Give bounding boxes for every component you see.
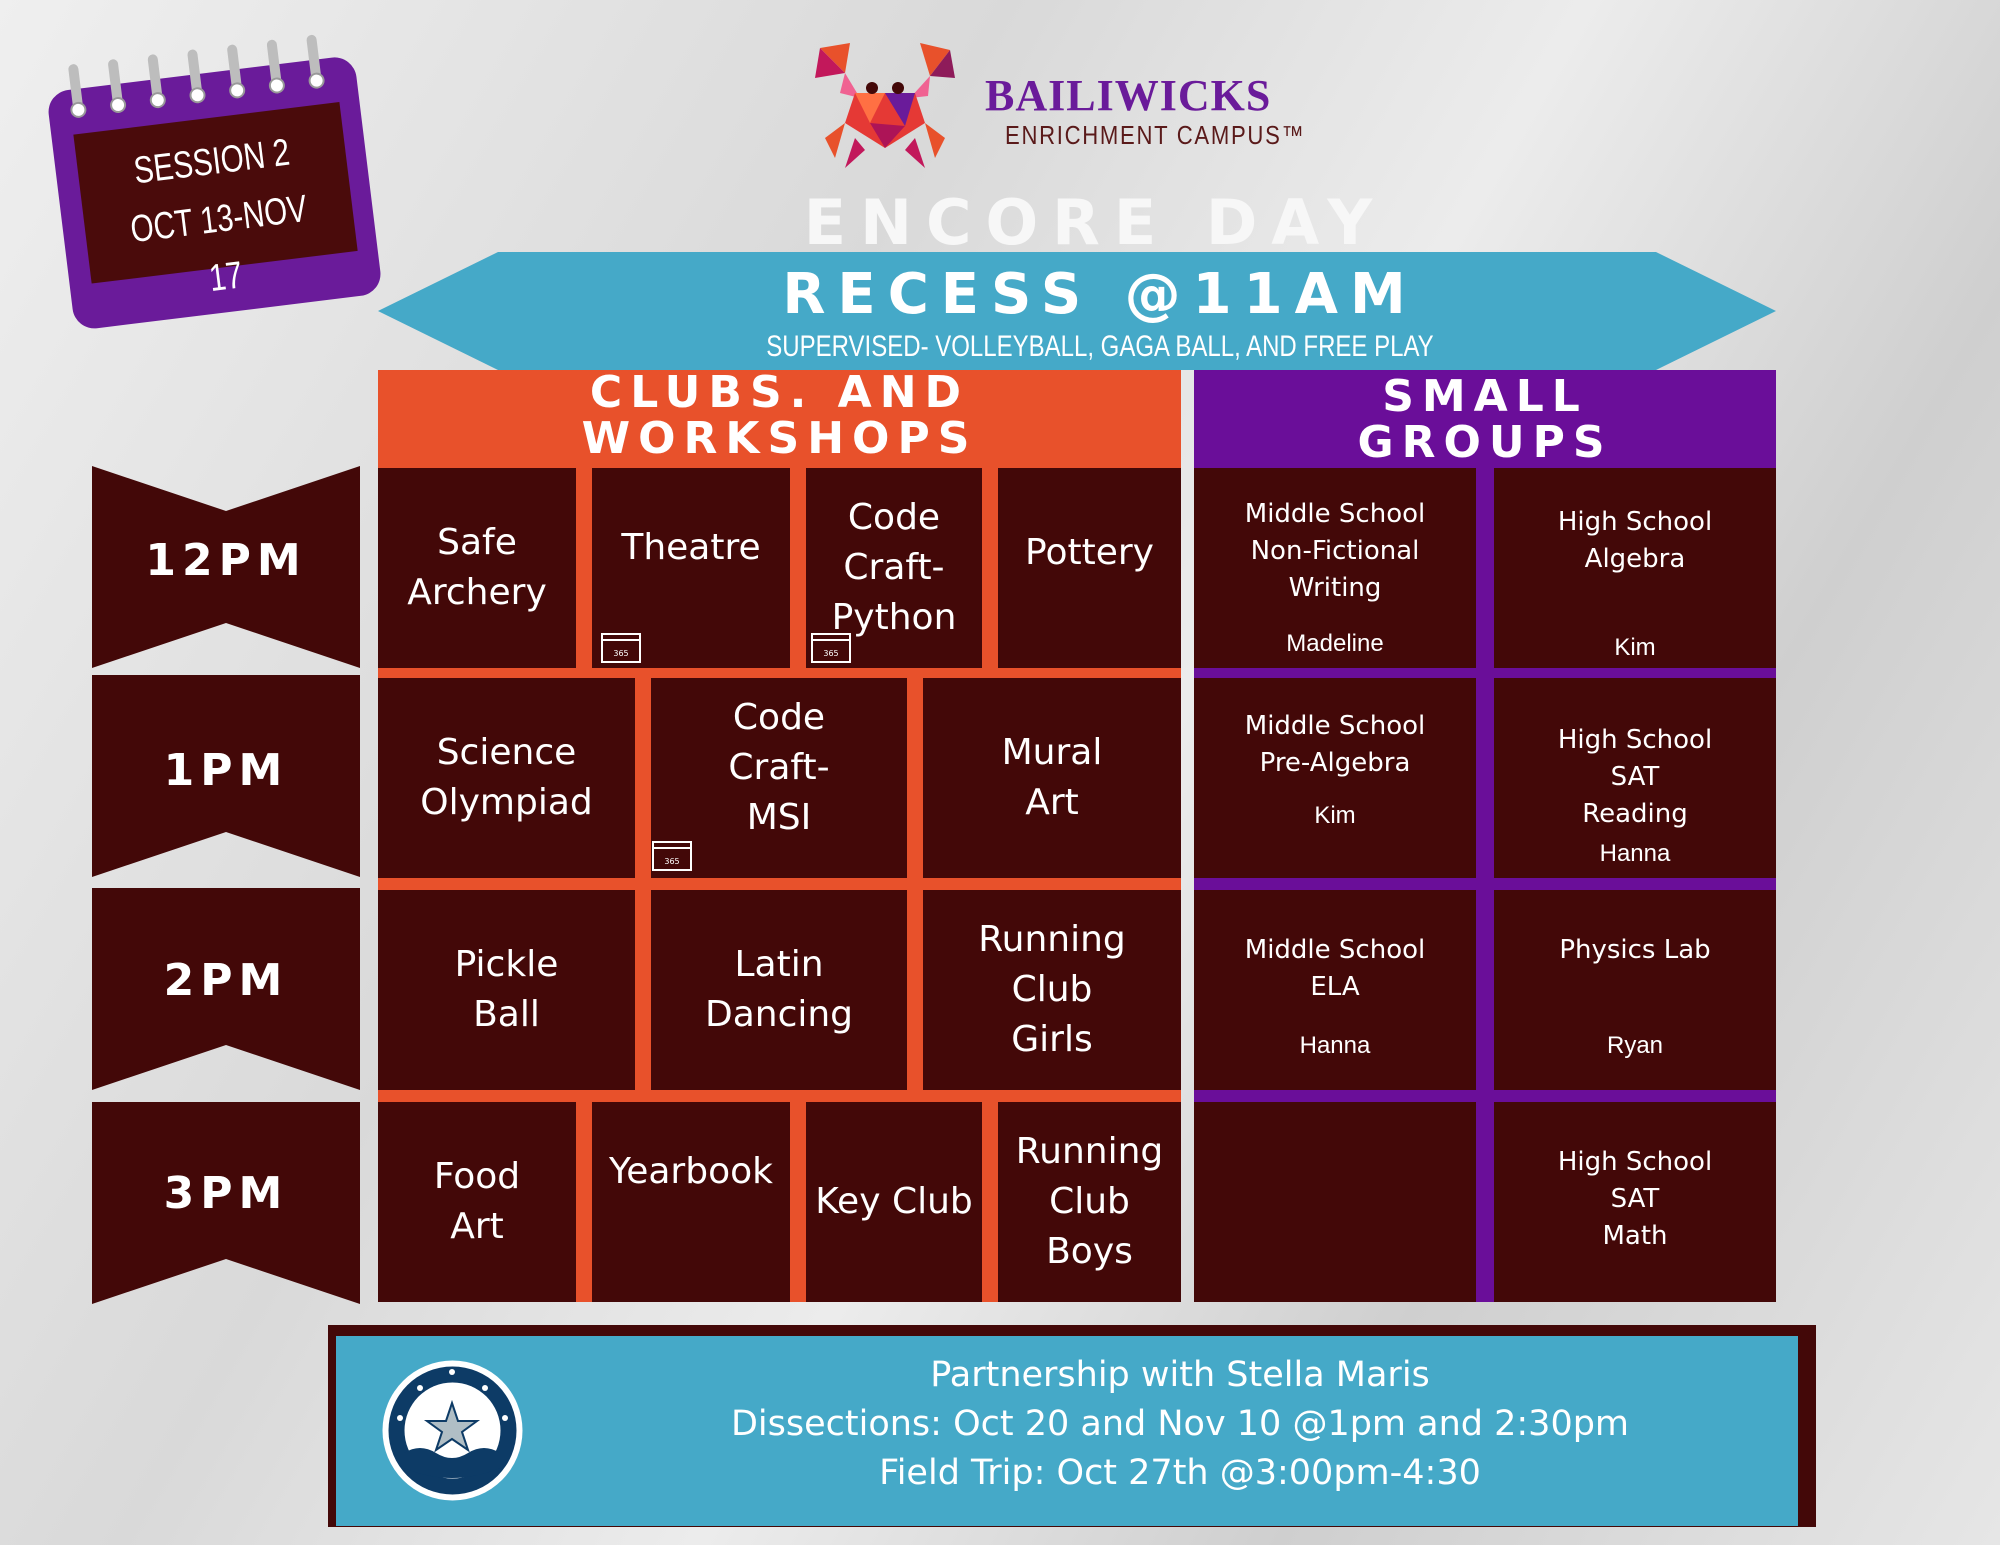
small-groups-header: SMALL GROUPS [1194,370,1776,468]
group-cell: Middle School Pre-Algebra Kim [1194,678,1476,878]
clubs-header-title: CLUBS. AND WORKSHOPS [581,367,978,464]
club-label: Pickle Ball [454,944,559,1035]
group-cell: High School SAT Math [1494,1102,1776,1302]
club-cell-key-club: Key Club [806,1102,982,1302]
club-cell-mural-art: Mural Art [923,678,1181,878]
svg-text:365: 365 [613,649,628,658]
time-label-12pm: 12PM [145,535,307,586]
club-cell-latin-dancing: Latin Dancing [651,890,907,1090]
group-subject: Physics Lab [1559,935,1711,965]
svg-text:365: 365 [823,649,838,658]
club-cell-running-club-girls: Running Club Girls [923,890,1181,1090]
group-subject: Middle School Non-Fictional Writing [1244,499,1426,603]
club-label: Code Craft- Python [831,497,957,638]
recess-title: RECESS @11AM [782,262,1418,327]
club-cell-safe-archery: Safe Archery [378,468,576,668]
time-label-1pm: 1PM [163,745,289,796]
group-teacher: Madeline [1286,630,1384,657]
group-cell: High School SAT Reading Hanna [1494,678,1776,878]
calendar-365-icon: 365 [601,633,641,663]
group-cell-empty [1194,1102,1476,1302]
clubs-workshops-header: CLUBS. AND WORKSHOPS [378,370,1181,468]
club-cell-pickle-ball: Pickle Ball [378,890,635,1090]
partnership-box [336,1336,1798,1526]
group-cell: Middle School ELA Hanna [1194,890,1476,1090]
group-teacher: Hanna [1599,840,1671,867]
stella-maris-logo-icon [382,1360,523,1501]
brand-name: BAILIWICKS [985,71,1272,120]
club-label: Code Craft- MSI [728,697,830,838]
calendar-365-icon: 365 [811,633,851,663]
group-cell: High School Algebra Kim [1494,468,1776,668]
club-label: Theatre [621,527,761,568]
event-title: ENCORE DAY [803,186,1387,259]
group-teacher: Ryan [1606,1032,1664,1059]
group-teacher: Hanna [1299,1032,1371,1059]
time-ribbon [92,888,360,1090]
club-cell-yearbook: Yearbook [592,1102,790,1302]
svg-text:365: 365 [664,857,679,866]
session-label: SESSION 2 OCT 13-NOV 17 [104,120,333,318]
group-subject: Middle School Pre-Algebra [1244,711,1426,778]
small-groups-grid: Middle School Non-Fictional Writing Made… [1194,468,1776,1302]
club-label: Food Art [433,1156,521,1247]
partnership-field-trip: Field Trip: Oct 27th @3:00pm-4:30 [879,1453,1481,1493]
club-cell-running-club-boys: Running Club Boys [998,1102,1181,1302]
time-ribbon [92,466,360,668]
group-teacher: Kim [1614,634,1656,661]
club-label: Running Club Boys [1015,1131,1164,1272]
club-label: Science Olympiad [420,732,593,823]
club-cell-pottery: Pottery [998,468,1181,668]
club-cell-food-art: Food Art [378,1102,576,1302]
time-label-3pm: 3PM [163,1168,289,1219]
time-ribbon [92,675,360,877]
group-subject: High School Algebra [1557,507,1713,574]
group-subject: Middle School ELA [1244,935,1426,1002]
partnership-dissections: Dissections: Oct 20 and Nov 10 @1pm and … [730,1404,1630,1444]
club-label: Latin Dancing [704,944,854,1035]
group-cell: Physics Lab Ryan [1494,890,1776,1090]
geometric-crab-icon [815,43,955,168]
group-subject: High School SAT Reading [1557,725,1713,829]
club-label: Yearbook [609,1151,773,1192]
partnership-title: Partnership with Stella Maris [930,1355,1430,1395]
club-cell-theatre: Theatre 365 [592,468,790,668]
club-cell-science-olympiad: Science Olympiad [378,678,635,878]
calendar-365-icon: 365 [652,841,692,871]
time-ribbon [92,1102,360,1304]
session-calendar-badge: SESSION 2 OCT 13-NOV 17 [43,30,383,331]
club-cell-code-craft-msi: Code Craft- MSI 365 [651,678,907,878]
club-label: Running Club Girls [978,919,1126,1060]
club-cell-code-craft-python: Code Craft- Python 365 [806,468,982,668]
recess-banner [378,252,1776,370]
brand-subtitle: ENRICHMENT CAMPUS™ [1005,120,1306,150]
groups-header-title: SMALL GROUPS [1357,371,1613,468]
group-cell: Middle School Non-Fictional Writing Made… [1194,468,1476,668]
group-teacher: Kim [1314,802,1356,829]
recess-subtitle: SUPERVISED- VOLLEYBALL, GAGA BALL, AND F… [766,330,1434,363]
club-label: Safe Archery [407,522,547,613]
club-label: Key Club [815,1181,973,1222]
time-label-2pm: 2PM [163,955,289,1006]
club-label: Pottery [1025,532,1154,573]
club-label: Mural Art [1001,732,1103,823]
group-subject: High School SAT Math [1557,1147,1713,1251]
clubs-grid: Safe Archery Theatre 365 Code Craft- Pyt… [378,468,1181,1302]
